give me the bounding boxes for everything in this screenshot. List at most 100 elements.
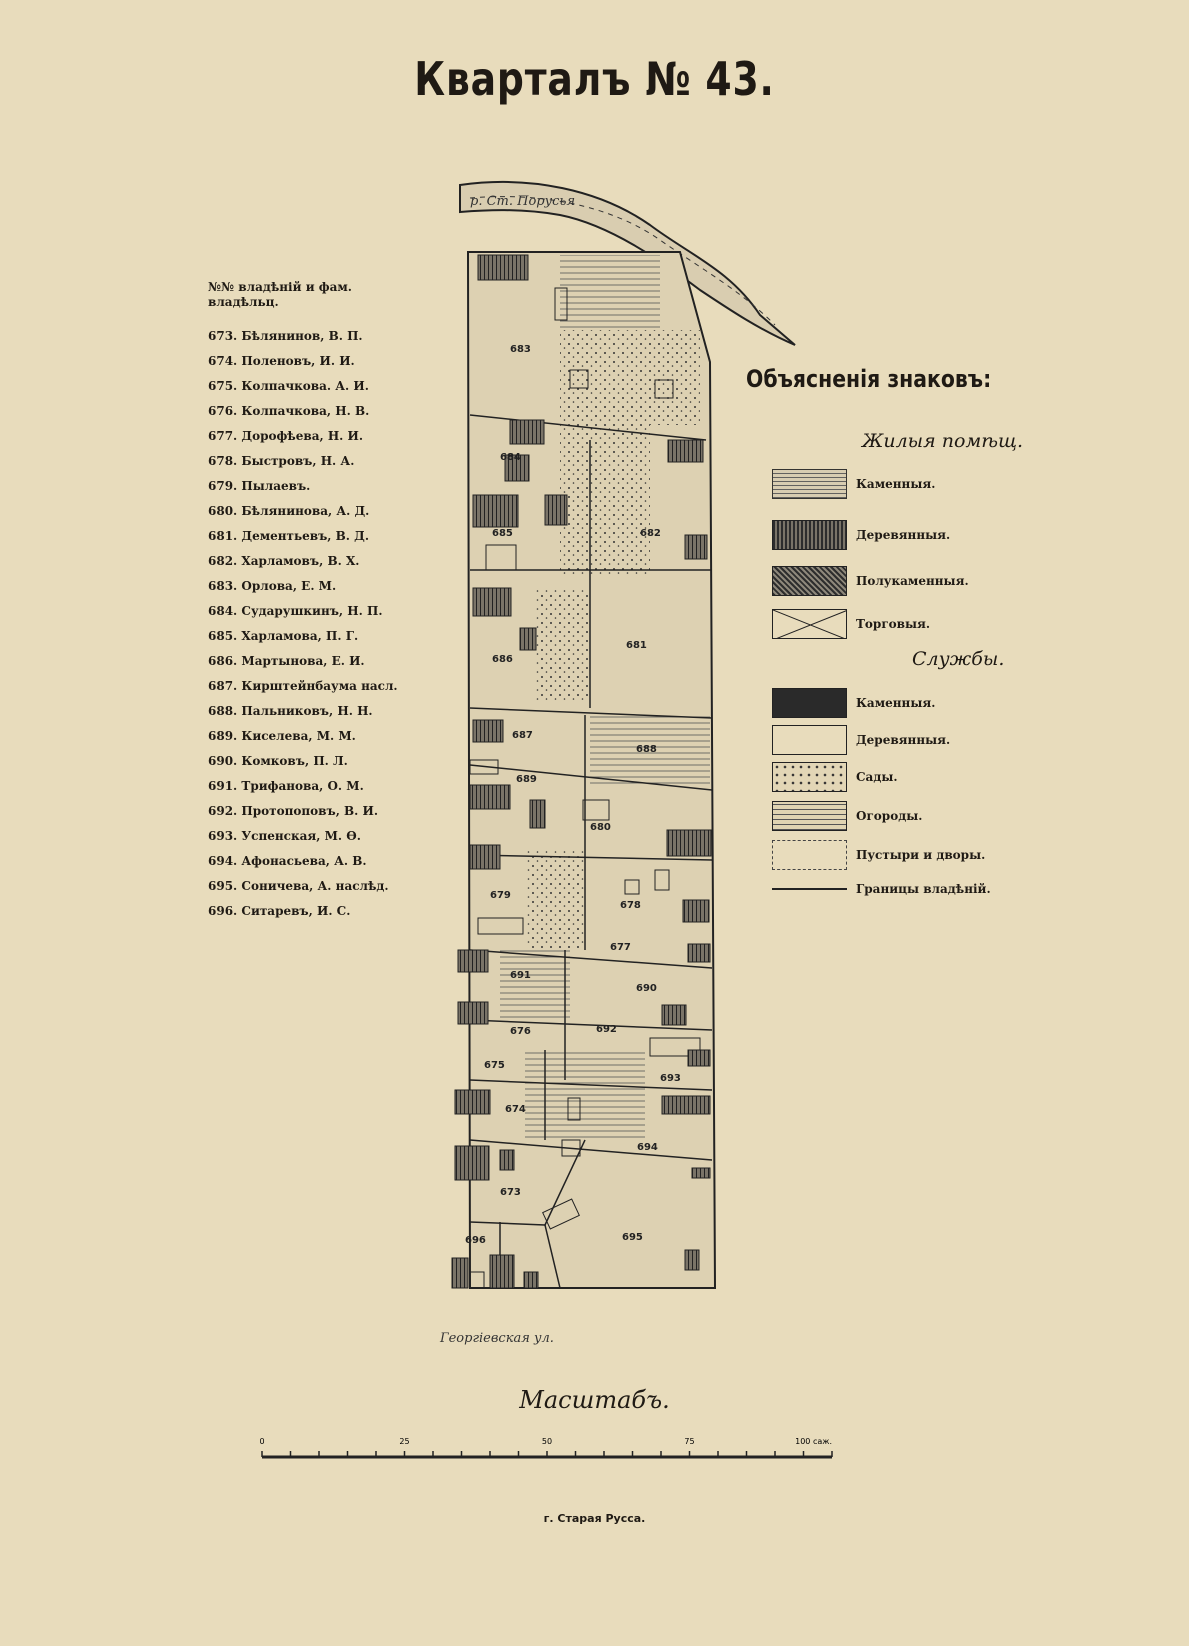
legend-title: Объясненія знаковъ: [746,365,992,393]
legend-ogorod: Огороды. [772,799,922,833]
swatch-yard [772,840,847,870]
legend-residential-heading: Жилыя помѣщ. [862,430,1024,452]
legend-label: Каменныя. [856,477,936,491]
scale-tick-label: 0 [259,1437,264,1446]
owners-list: №№ владѣній и фам. владѣльц. 673. Бѣляни… [208,280,423,924]
owner-row: 673. Бѣлянинов, В. П. [208,329,363,343]
buildings [451,254,712,1289]
scale-tick-label: 50 [542,1437,552,1446]
legend-label: Торговыя. [856,617,931,631]
plot-number: 682 [640,528,661,539]
plot-number: 681 [626,640,647,651]
owner-row: 691. Трифанова, О. М. [208,779,364,793]
plot-number: 674 [505,1104,526,1115]
legend-label: Деревянныя. [856,528,951,542]
legend-yard: Пустыри и дворы. [772,838,985,872]
owner-row: 688. Пальниковъ, Н. Н. [208,704,373,718]
garden-683 [560,330,700,425]
plot-boundaries [469,414,713,1289]
legend-service-wood: Деревянныя. [772,723,950,757]
plot-number: 675 [484,1060,505,1071]
owner-row: 680. Бѣлянинова, А. Д. [208,504,370,518]
legend-service-stone: Каменныя. [772,686,935,720]
ogorod-683 [560,255,660,330]
legend-garden: Сады. [772,760,898,794]
owner-row: 692. Протопоповъ, В. И. [208,804,379,818]
legend-label: Сады. [856,770,898,784]
swatch-vegetable-garden [772,801,847,831]
swatch-wood-house [772,520,847,550]
owner-row: 682. Харламовъ, В. Х. [208,554,360,568]
swatch-garden [772,762,847,792]
owner-row: 676. Колпачкова, Н. В. [208,404,370,418]
owner-row: 694. Афонасьева, А. В. [208,854,367,868]
plot-number: 694 [637,1142,658,1153]
swatch-service-wood [772,725,847,755]
legend-residential-semi: Полукаменныя. [772,564,969,598]
swatch-semi-stone-house [772,566,847,596]
legend-label: Огороды. [856,809,923,823]
scale-tick-label: 75 [684,1437,694,1446]
scale-tick-label: 25 [399,1437,409,1446]
plot-number: 695 [622,1232,643,1243]
plot-number: 683 [510,344,531,355]
plot-number: 693 [660,1073,681,1084]
legend-residential-wood: Деревянныя. [772,518,950,552]
legend-residential-stone: Каменныя. [772,467,935,501]
page-title: Кварталъ № 43. [414,52,775,106]
owner-row: 675. Колпачкова. А. И. [208,379,369,393]
swatch-trade-cross [772,609,847,639]
ogorod-690 [500,950,570,1020]
owner-row: 679. Пылаевъ. [208,479,311,493]
legend-label: Каменныя. [856,696,936,710]
river [459,180,796,346]
plot-number: 685 [492,528,513,539]
plot-number: 680 [590,822,611,833]
plot-number: 677 [610,942,631,953]
plot-number: 684 [500,452,521,463]
owner-row: 677. Дорофѣева, Н. И. [208,429,364,443]
plot-number: 690 [636,983,657,994]
swatch-boundary-line [772,888,847,890]
street-label: Георгiевская ул. [439,1331,554,1346]
owner-row: 689. Киселева, М. М. [208,729,356,743]
plot-number: 689 [516,774,537,785]
plot-number: 676 [510,1026,531,1037]
owner-row: 683. Орлова, Е. М. [208,579,337,593]
scale-title: Масштабъ. [519,1386,670,1414]
plot-number: 691 [510,970,531,981]
plot-number: 678 [620,900,641,911]
garden-684 [560,425,650,575]
ogorod-693 [525,1050,645,1140]
owner-row: 686. Мартынова, Е. И. [208,654,365,668]
river-label: р. Ст. Порусья [470,194,575,209]
plot-number: 679 [490,890,511,901]
legend-label: Полукаменныя. [856,574,969,588]
legend-services-heading: Службы. [912,648,1005,670]
owner-row: 696. Ситаревъ, И. С. [208,904,351,918]
swatch-stone-house [772,469,847,499]
ogorod-685 [590,715,710,785]
plot-number: 692 [596,1024,617,1035]
swatch-service-stone [772,688,847,718]
owner-row: 685. Харламова, П. Г. [208,629,359,643]
owner-row: 678. Быстровъ, Н. А. [208,454,355,468]
legend-boundary: Границы владѣнiй. [772,872,991,906]
legend-label: Деревянныя. [856,733,951,747]
plot-number: 673 [500,1187,521,1198]
legend-label: Пустыри и дворы. [856,848,986,862]
garden-686 [535,590,590,700]
owner-row: 693. Успенская, М. Ѳ. [208,829,361,843]
plot-number: 687 [512,730,533,741]
garden-689 [525,850,585,950]
plot-number: 686 [492,654,513,665]
owner-row: 684. Сударушкинъ, Н. П. [208,604,383,618]
owner-row: 687. Кирштейнбаума насл. [208,679,398,693]
owner-row: 695. Соничева, А. наслѣд. [208,879,389,893]
legend-label: Границы владѣнiй. [856,882,991,896]
owner-row: 681. Дементьевъ, В. Д. [208,529,370,543]
owners-header: №№ владѣній и фам. владѣльц. [208,280,352,309]
